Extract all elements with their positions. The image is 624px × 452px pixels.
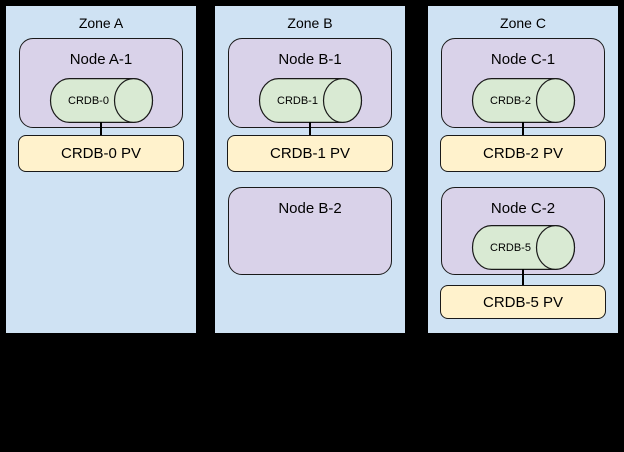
node-b-1: Node B-1 CRDB-1 [228,38,392,128]
zone-b-label: Zone B [287,15,333,31]
node-a-1-pv-connector-line [100,122,102,136]
cylinder-icon [258,78,363,123]
crdb-2-pv-label: CRDB-2 PV [482,145,564,162]
node-b-1-label: Node B-1 [278,51,342,68]
cylinder-icon [471,78,576,123]
crdb-5-label: CRDB-5 [490,241,531,254]
node-c-2-pv-connector-line [522,269,524,286]
crdb-1-database: CRDB-1 [258,78,363,123]
node-b-1-pv-connector-line [309,122,311,136]
node-c-2: Node C-2 CRDB-5 [441,187,605,275]
crdb-0-database: CRDB-0 [49,78,154,123]
crdb-5-pv-label: CRDB-5 PV [482,293,564,311]
crdb-1-pv-label: CRDB-1 PV [269,145,351,162]
zone-c-label: Zone C [500,15,546,31]
zone-a: Zone A Node A-1 CRDB-0 CRDB-0 PV [4,4,198,335]
crdb-0-label: CRDB-0 [68,94,109,107]
crdb-2-database: CRDB-2 [471,78,576,123]
crdb-1-pv: CRDB-1 PV [227,135,393,172]
node-b-2: Node B-2 [228,187,392,275]
node-b-2-label: Node B-2 [278,200,342,217]
node-c-1: Node C-1 CRDB-2 [441,38,605,128]
zone-c: Zone C Node C-1 CRDB-2 CRDB-2 PV Node C-… [426,4,620,335]
crdb-5-database: CRDB-5 [471,225,576,270]
cylinder-icon [471,225,576,270]
crdb-0-pv-label: CRDB-0 PV [60,145,142,162]
cylinder-icon [49,78,154,123]
crdb-2-pv: CRDB-2 PV [440,135,606,172]
crdb-2-label: CRDB-2 [490,94,531,107]
crdb-5-pv: CRDB-5 PV [440,285,606,319]
node-a-1: Node A-1 CRDB-0 [19,38,183,128]
crdb-0-pv: CRDB-0 PV [18,135,184,172]
zone-a-label: Zone A [78,15,124,31]
node-c-1-label: Node C-1 [490,51,556,68]
node-c-1-pv-connector-line [522,122,524,136]
zone-b: Zone B Node B-1 CRDB-1 CRDB-1 PV Node B-… [213,4,407,335]
node-a-1-label: Node A-1 [69,51,133,68]
node-c-2-label: Node C-2 [490,200,556,217]
crdb-1-label: CRDB-1 [277,94,318,107]
